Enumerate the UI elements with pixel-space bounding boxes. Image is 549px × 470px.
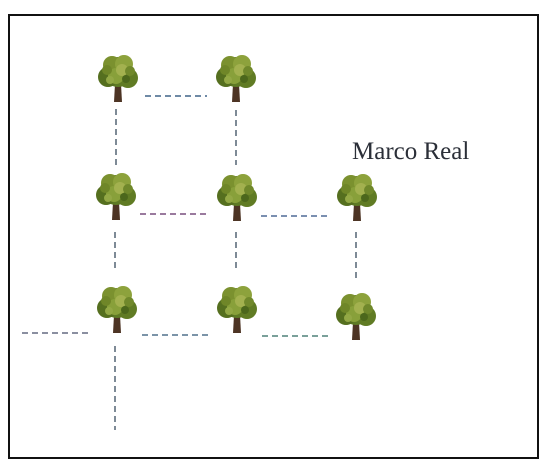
tree-icon bbox=[96, 285, 138, 334]
tree-icon bbox=[336, 173, 378, 222]
dashed-lines bbox=[22, 95, 357, 430]
diagram-frame bbox=[8, 14, 539, 459]
tree-icon bbox=[335, 292, 377, 341]
tree-icon bbox=[215, 54, 257, 103]
diagram-label: Marco Real bbox=[352, 138, 470, 165]
tree-icon bbox=[216, 173, 258, 222]
tree-icon bbox=[97, 54, 139, 103]
tree-icon bbox=[95, 172, 137, 221]
trees bbox=[95, 54, 378, 341]
tree-icon bbox=[216, 285, 258, 334]
